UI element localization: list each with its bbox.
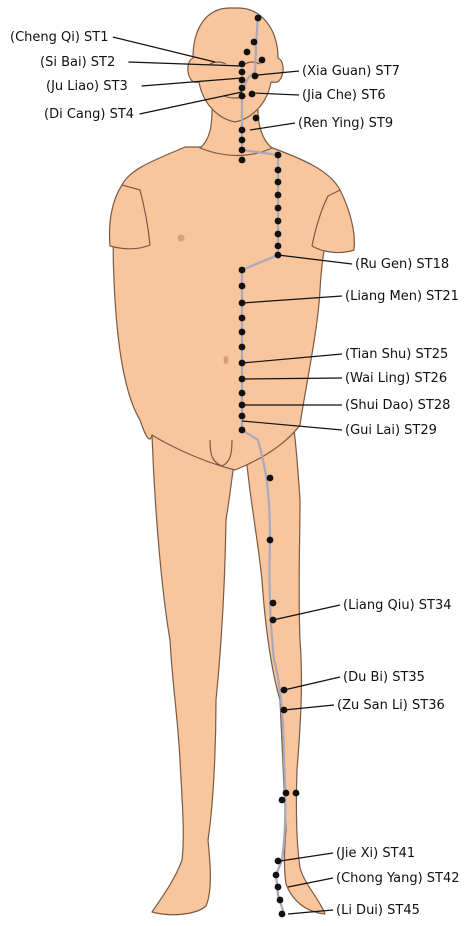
acupoint-dot (239, 147, 246, 154)
acupoint-dot (239, 137, 246, 144)
acupoint-dot (275, 167, 282, 174)
acupoint-label-st26: (Wai Ling) ST26 (345, 371, 447, 386)
acupoint-label-st21: (Liang Men) ST21 (345, 289, 459, 304)
acupoint-dot (283, 790, 290, 797)
acupoint-dot (273, 872, 280, 879)
acupoint-dot (239, 69, 246, 76)
acupoint-label-st9: (Ren Ying) ST9 (298, 116, 393, 131)
acupoint-dot (251, 39, 258, 46)
acupoint-dot (239, 427, 246, 434)
acupoint-label-st29: (Gui Lai) ST29 (345, 423, 437, 438)
acupoint-dot (239, 283, 246, 290)
acupoint-dot (239, 344, 246, 351)
torso (113, 147, 340, 470)
acupoint-dot (275, 858, 282, 865)
acupoint-dot (270, 617, 277, 624)
acupoint-dot (239, 413, 246, 420)
acupoint-label-st34: (Liang Qiu) ST34 (343, 598, 452, 613)
acupoint-dot (239, 390, 246, 397)
acupoint-dot (239, 85, 246, 92)
acupoint-dot (275, 152, 282, 159)
acupoint-dot (267, 537, 274, 544)
acupoint-dot (259, 57, 266, 64)
acupoint-dot (253, 115, 260, 122)
acupoint-label-st4: (Di Cang) ST4 (44, 107, 134, 122)
acupoint-dot (239, 402, 246, 409)
acupoint-dot (239, 77, 246, 84)
acupoint-dot (281, 707, 288, 714)
navel (224, 356, 229, 364)
acupoint-label-st45: (Li Dui) ST45 (336, 903, 420, 918)
acupoint-dot (239, 127, 246, 134)
acupoint-dot (293, 790, 300, 797)
acupoint-label-st7: (Xia Guan) ST7 (302, 64, 400, 79)
acupoint-dot (239, 267, 246, 274)
acupoint-dot (239, 300, 246, 307)
acupoint-dot (279, 797, 286, 804)
acupoint-label-st18: (Ru Gen) ST18 (355, 257, 449, 272)
acupoint-label-st2: (Si Bai) ST2 (40, 55, 115, 70)
acupoint-dot (267, 475, 274, 482)
acupoint-dot (249, 91, 256, 98)
acupoint-dot (239, 315, 246, 322)
acupoint-dot (255, 15, 262, 22)
right-leg (152, 435, 235, 915)
nipple (178, 235, 185, 242)
acupoint-dot (239, 329, 246, 336)
left-leg (246, 430, 325, 914)
acupoint-dot (239, 376, 246, 383)
acupoint-label-st36: (Zu San Li) ST36 (337, 698, 445, 713)
acupoint-dot (281, 687, 288, 694)
acupoint-dot (239, 157, 246, 164)
acupoint-label-st41: (Jie Xi) ST41 (336, 846, 415, 861)
acupoint-dot (252, 73, 259, 80)
acupoint-dot (277, 897, 284, 904)
acupoint-dot (275, 231, 282, 238)
acupoint-dot (275, 884, 282, 891)
acupoint-dot (239, 61, 246, 68)
acupoint-dot (279, 911, 286, 918)
acupoint-dot (275, 179, 282, 186)
acupoint-label-st28: (Shui Dao) ST28 (345, 398, 450, 413)
acupoint-label-st42: (Chong Yang) ST42 (336, 871, 460, 886)
acupoint-dot (275, 243, 282, 250)
acupoint-dot (275, 218, 282, 225)
acupoint-label-st35: (Du Bi) ST35 (343, 670, 425, 685)
acupoint-dot (275, 205, 282, 212)
acupoint-dot (275, 192, 282, 199)
acupoint-label-st25: (Tian Shu) ST25 (345, 347, 448, 362)
acupoint-dot (239, 360, 246, 367)
acupoint-dot (275, 252, 282, 259)
human-body-figure (110, 8, 355, 915)
acupoint-label-st6: (Jia Che) ST6 (302, 88, 386, 103)
acupoint-label-st3: (Ju Liao) ST3 (46, 79, 128, 94)
acupoint-dot (270, 600, 277, 607)
acupoint-dot (239, 93, 246, 100)
acupoint-label-st1: (Cheng Qi) ST1 (10, 30, 109, 45)
acupoint-dot (244, 49, 251, 56)
